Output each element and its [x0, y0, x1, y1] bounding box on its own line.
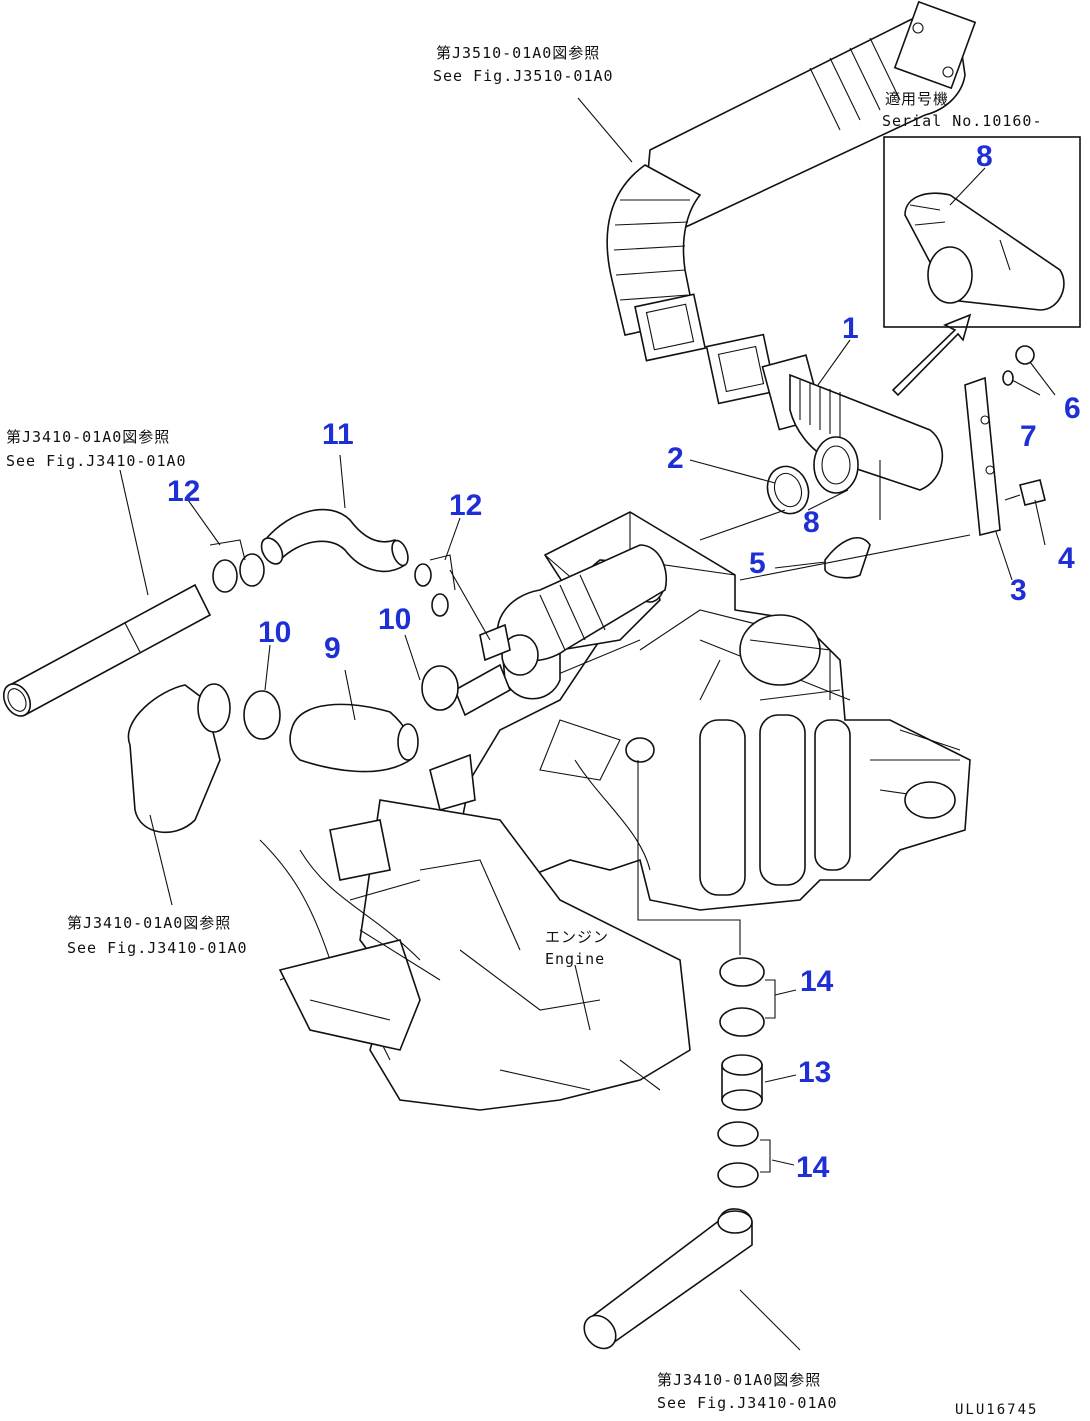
svg-text:See Fig.J3410-01A0: See Fig.J3410-01A0 [657, 1394, 838, 1412]
air-cleaner [449, 544, 667, 717]
part-14-clamps-upper [719, 957, 776, 1037]
svg-text:エンジン: エンジン [545, 928, 609, 946]
svg-text:See Fig.J3410-01A0: See Fig.J3410-01A0 [6, 452, 187, 470]
svg-text:See Fig.J3410-01A0: See Fig.J3410-01A0 [67, 939, 248, 957]
ref-left: 第J3410-01A0図参照 See Fig.J3410-01A0 [6, 428, 187, 470]
callout-13: 13 [798, 1056, 831, 1089]
part-1-hose [761, 354, 944, 494]
lower-pipe [583, 1208, 753, 1350]
callout-12-right: 12 [449, 489, 482, 522]
ref-serial: 適用号機 Serial No.10160- [882, 90, 1043, 130]
svg-text:第J3410-01A0図参照: 第J3410-01A0図参照 [6, 428, 170, 446]
part-11-hose [260, 508, 409, 573]
part-12-clamps-right [414, 554, 456, 617]
part-10-clamp-right [421, 665, 459, 711]
svg-text:第J3510-01A0図参照: 第J3510-01A0図参照 [436, 44, 600, 62]
left-lower-pipe [127, 683, 231, 834]
callout-7: 7 [1020, 420, 1037, 453]
svg-text:適用号機: 適用号機 [885, 90, 949, 108]
callout-6: 6 [1064, 392, 1081, 425]
svg-text:Serial No.10160-: Serial No.10160- [882, 112, 1043, 130]
upper-intake-duct [606, 0, 977, 362]
callout-1: 1 [842, 312, 859, 345]
svg-text:See Fig.J3510-01A0: See Fig.J3510-01A0 [433, 67, 614, 85]
callout-3: 3 [1010, 574, 1027, 607]
svg-text:Engine: Engine [545, 950, 605, 968]
callout-2: 2 [667, 442, 684, 475]
callout-8: 8 [803, 506, 820, 539]
part-9-hose [289, 703, 419, 773]
callout-9: 9 [324, 632, 341, 665]
engine-label: エンジン Engine [545, 928, 609, 968]
serial-detail-box [883, 136, 1081, 328]
callout-8-box: 8 [976, 140, 993, 173]
callout-12-left: 12 [167, 475, 200, 508]
part-2-clamp [766, 465, 810, 515]
leader-lines [119, 97, 1056, 1351]
part-5-clamp [824, 536, 871, 579]
callouts: 8 1 6 7 2 8 11 12 12 5 4 3 10 9 10 14 13… [167, 140, 1081, 1184]
callout-14-upper: 14 [800, 965, 834, 998]
left-pipe [2, 583, 212, 717]
ref-bottom: 第J3410-01A0図参照 See Fig.J3410-01A0 [657, 1371, 838, 1412]
gasket [705, 333, 777, 405]
callout-10-right: 10 [378, 603, 411, 636]
ref-lower-left: 第J3410-01A0図参照 See Fig.J3410-01A0 [67, 914, 248, 957]
callout-10-left: 10 [258, 616, 291, 649]
svg-text:第J3410-01A0図参照: 第J3410-01A0図参照 [657, 1371, 821, 1389]
callout-14-lower: 14 [796, 1151, 830, 1184]
part-3-bracket [964, 376, 1001, 537]
part-13-tube [721, 1054, 763, 1111]
drawing-code: ULU16745 [955, 1402, 1038, 1418]
alt-arrow [891, 313, 972, 397]
part-12-clamps-left [209, 539, 265, 593]
callout-11: 11 [322, 418, 354, 451]
part-14-clamps-lower [717, 1121, 771, 1188]
part-10-clamp-left [243, 690, 281, 740]
ref-top: 第J3510-01A0図参照 See Fig.J3510-01A0 [433, 44, 614, 85]
callout-5: 5 [749, 547, 766, 580]
hardware [1002, 345, 1046, 506]
svg-text:第J3410-01A0図参照: 第J3410-01A0図参照 [67, 914, 231, 932]
callout-4: 4 [1058, 542, 1075, 575]
